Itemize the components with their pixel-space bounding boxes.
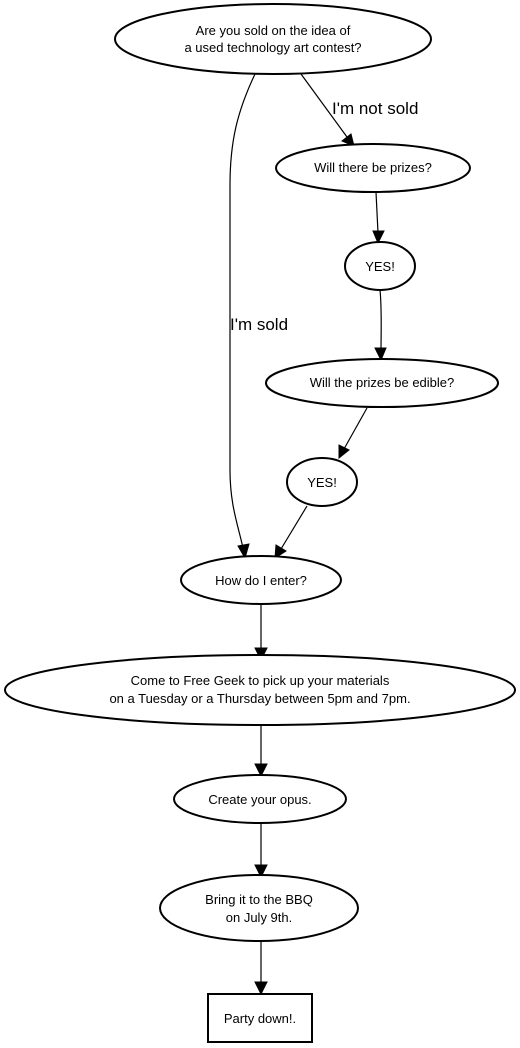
node-enter: How do I enter? — [180, 555, 342, 605]
edge-yes-enter — [280, 505, 308, 550]
node-edible-label: Will the prizes be edible? — [310, 375, 455, 390]
arrowhead-yes-edible — [374, 347, 387, 362]
node-come-line-2: on a Tuesday or a Thursday between 5pm a… — [109, 691, 410, 706]
node-question: Are you sold on the idea of a used techn… — [114, 3, 432, 75]
edge-yes-edible — [379, 289, 382, 351]
node-bring-line-2: on July 9th. — [226, 910, 293, 925]
arrowhead-create-bring — [254, 864, 268, 879]
node-create: Create your opus. — [173, 774, 347, 824]
node-yes-2-label: YES! — [307, 475, 337, 490]
arrowhead-sold — [237, 543, 250, 560]
node-bring: Bring it to the BBQ on July 9th. — [159, 874, 359, 942]
arrowhead-not-sold — [341, 133, 355, 147]
arrowhead-come-create — [254, 763, 268, 778]
node-edible: Will the prizes be edible? — [265, 358, 499, 408]
edge-sold — [229, 73, 256, 549]
arrowhead-prizes-yes — [372, 230, 385, 245]
nodes: Are you sold on the idea of a used techn… — [4, 3, 516, 1043]
node-yes-1: YES! — [344, 241, 416, 291]
node-come: Come to Free Geek to pick up your materi… — [4, 654, 516, 726]
arrowhead-bring-party — [254, 981, 268, 996]
node-party: Party down!. — [207, 993, 313, 1043]
node-yes-2: YES! — [286, 457, 358, 507]
edge-not-sold — [300, 73, 348, 138]
edge-label-sold: I'm sold — [230, 315, 288, 334]
arrowhead-edible-yes — [338, 444, 350, 460]
node-create-label: Create your opus. — [208, 792, 311, 807]
arrowhead-yes-enter — [274, 544, 287, 559]
node-prizes-label: Will there be prizes? — [314, 160, 432, 175]
node-question-line-2: a used technology art contest? — [184, 40, 361, 55]
node-yes-1-label: YES! — [365, 259, 395, 274]
edge-prizes-yes — [375, 191, 379, 234]
node-question-line-1: Are you sold on the idea of — [196, 23, 351, 38]
edge-label-not-sold: I'm not sold — [332, 99, 418, 118]
node-party-label: Party down!. — [224, 1011, 296, 1026]
node-prizes: Will there be prizes? — [275, 143, 471, 193]
arrowhead-enter-come — [254, 647, 268, 662]
edge-edible-yes — [343, 407, 368, 450]
node-enter-label: How do I enter? — [215, 573, 307, 588]
node-bring-line-1: Bring it to the BBQ — [205, 892, 313, 907]
edges: I'm not sold I'm sold — [229, 73, 418, 996]
node-come-line-1: Come to Free Geek to pick up your materi… — [131, 673, 390, 688]
